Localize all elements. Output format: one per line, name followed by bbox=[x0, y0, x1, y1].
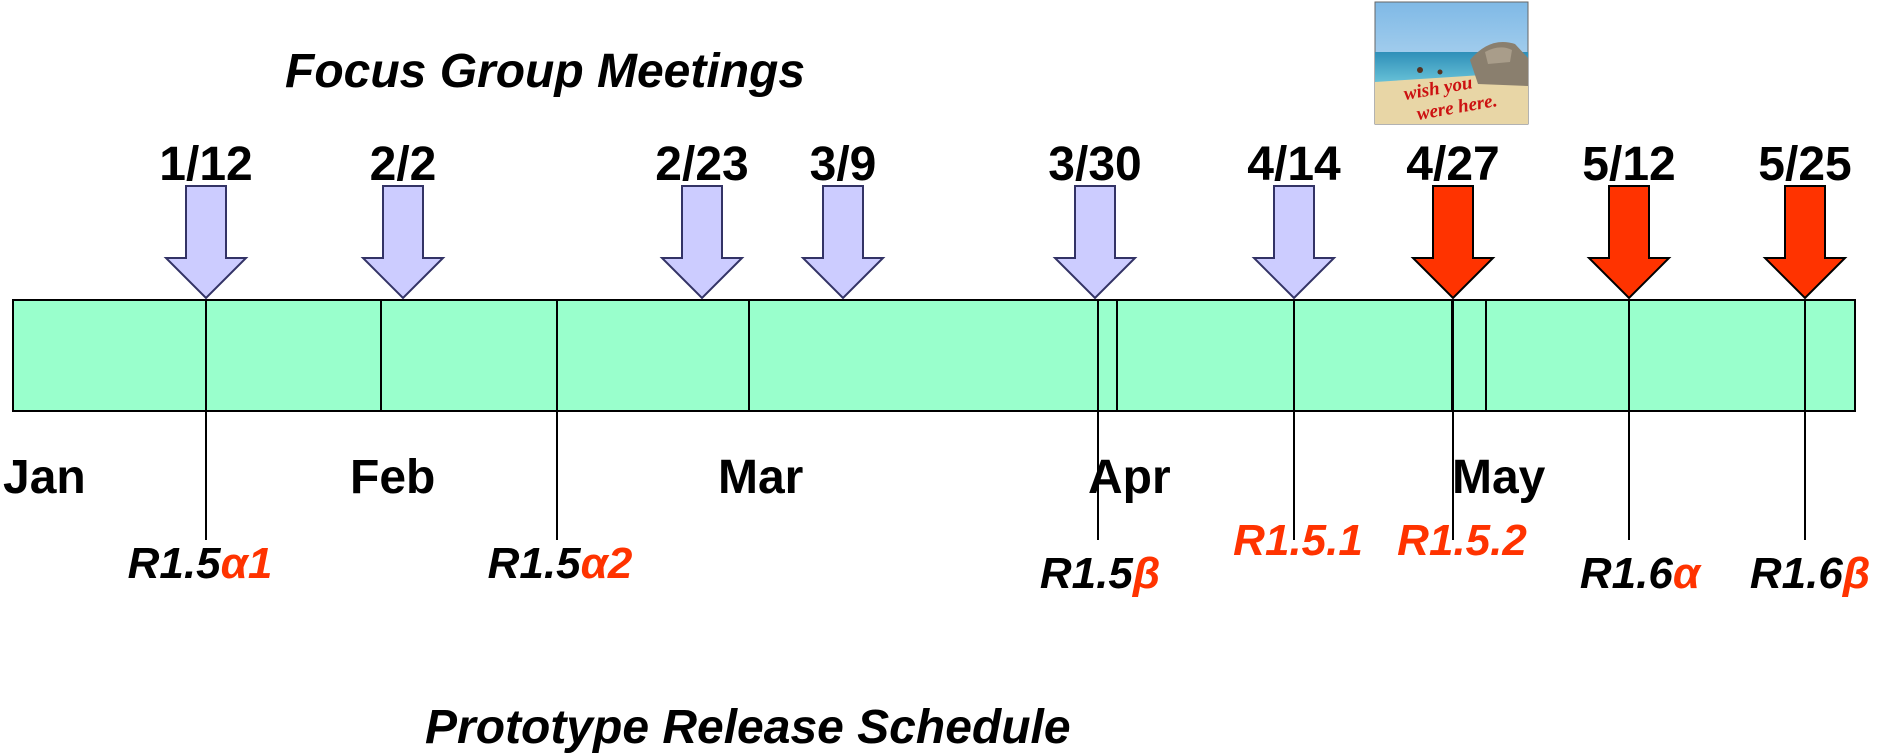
upcoming-meeting-arrow-icon bbox=[1586, 185, 1672, 300]
past-meeting-arrow-icon bbox=[659, 185, 745, 300]
past-meeting-arrow-icon bbox=[360, 185, 446, 300]
meeting-date-label: 1/12 bbox=[159, 138, 252, 191]
month-label: May bbox=[1452, 451, 1546, 504]
release-stage: α2 bbox=[581, 539, 633, 588]
upcoming-meeting-arrow-icon bbox=[1762, 185, 1848, 300]
meeting-date-label: 5/25 bbox=[1758, 138, 1851, 191]
release-stage: α bbox=[1673, 549, 1702, 598]
past-meeting-arrow-icon bbox=[163, 185, 249, 300]
meeting-date-label: 2/2 bbox=[370, 138, 437, 191]
release-version: R1.5 bbox=[1040, 549, 1133, 598]
release-drop-lines bbox=[205, 300, 1806, 540]
meeting-date-label: 2/23 bbox=[655, 138, 748, 191]
month-labels: Jan Feb Mar Apr May bbox=[3, 451, 1546, 504]
release-stage: β bbox=[1132, 549, 1160, 598]
release-version: R1.6 bbox=[1750, 549, 1843, 598]
past-meeting-arrow-icon bbox=[1251, 185, 1337, 300]
meeting-date-label: 3/9 bbox=[810, 138, 877, 191]
month-label: Apr bbox=[1088, 451, 1171, 504]
upcoming-meeting-arrow-icon bbox=[1410, 185, 1496, 300]
release-version: R1.5 bbox=[128, 539, 221, 588]
month-label: Mar bbox=[718, 451, 803, 504]
release-version: R1.5.1 bbox=[1233, 516, 1363, 565]
timeline-bar bbox=[12, 299, 1856, 412]
month-label: Jan bbox=[3, 451, 86, 504]
release-stage: β bbox=[1842, 549, 1870, 598]
past-meeting-arrow-icon bbox=[800, 185, 886, 300]
release-label: R1.5α1 bbox=[128, 539, 273, 588]
release-schedule-title: Prototype Release Schedule bbox=[425, 701, 1071, 754]
meeting-date-label: 4/14 bbox=[1247, 138, 1341, 191]
past-meeting-arrow-icon bbox=[1052, 185, 1138, 300]
meeting-markers: 1/12 2/2 2/23 3/9 3/30 4/14 4/27 5/12 5/25 bbox=[159, 138, 1852, 300]
release-label: R1.5β bbox=[1040, 549, 1160, 598]
release-label: R1.5.1 bbox=[1233, 516, 1363, 565]
wish-you-were-here-postcard: wish you were here. bbox=[1374, 1, 1529, 125]
release-version: R1.5.2 bbox=[1397, 516, 1527, 565]
meeting-date-label: 5/12 bbox=[1582, 138, 1675, 191]
release-stage: α1 bbox=[221, 539, 273, 588]
focus-group-title: Focus Group Meetings bbox=[285, 45, 805, 98]
meeting-date-label: 4/27 bbox=[1406, 138, 1499, 191]
release-label: R1.5.2 bbox=[1397, 516, 1527, 565]
release-version: R1.5 bbox=[488, 539, 581, 588]
release-label: R1.5α2 bbox=[488, 539, 633, 588]
month-label: Feb bbox=[350, 451, 435, 504]
meeting-date-label: 3/30 bbox=[1048, 138, 1141, 191]
release-version: R1.6 bbox=[1580, 549, 1673, 598]
release-label: R1.6α bbox=[1580, 549, 1702, 598]
release-label: R1.6β bbox=[1750, 549, 1870, 598]
